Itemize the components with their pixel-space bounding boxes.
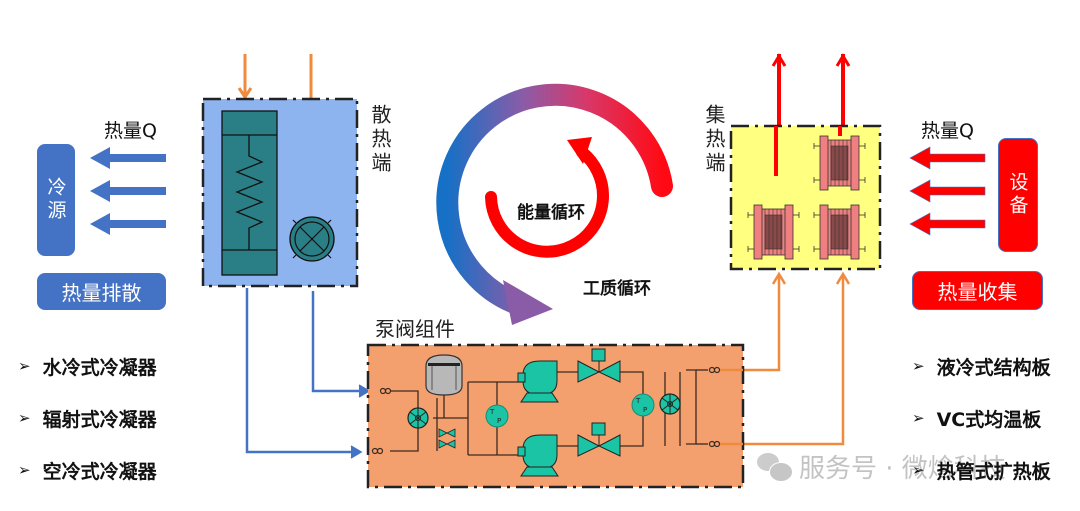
pump-icon xyxy=(517,360,559,403)
bullet-arrow-icon: ➢ xyxy=(912,461,925,479)
list-item: ➢辐射式冷凝器 xyxy=(18,408,157,431)
list-item: ➢VC式均温板 xyxy=(912,408,1042,431)
arrow-left-3 xyxy=(90,213,166,235)
three-way-valve-icon xyxy=(659,393,681,415)
pump-valve-box: T P T P xyxy=(366,343,745,489)
pump-icon xyxy=(517,434,559,477)
left-heat-label: 热量Q xyxy=(104,120,157,142)
heat-dissipation-badge: 热量排散 xyxy=(37,273,166,310)
heat-out-arrows xyxy=(90,147,166,235)
working-fluid-arc xyxy=(485,137,609,258)
solenoid-valve-icon xyxy=(577,422,621,457)
bullet-arrow-icon: ➢ xyxy=(912,357,925,375)
fan-icon xyxy=(289,216,335,262)
cold-plates xyxy=(747,135,866,260)
dissipator-box xyxy=(201,97,359,288)
list-item: ➢空冷式冷凝器 xyxy=(18,460,157,483)
hot-return-pipes xyxy=(740,271,851,446)
device-box: 设备 xyxy=(998,138,1038,252)
energy-cycle-label: 能量循环 xyxy=(517,203,585,223)
list-item: ➢热管式扩热板 xyxy=(912,460,1051,483)
manual-valve-icon xyxy=(438,428,456,449)
three-way-valve-icon xyxy=(407,407,429,429)
bullet-arrow-icon: ➢ xyxy=(18,409,31,427)
svg-text:P: P xyxy=(643,406,647,414)
condenser-icon xyxy=(221,110,278,276)
cold-plate-list: ➢液冷式结构板 ➢VC式均温板 ➢热管式扩热板 xyxy=(912,340,1051,496)
cold-plate-icon xyxy=(747,204,800,260)
working-fluid-cycle-label: 工质循环 xyxy=(583,279,651,299)
wechat-icon xyxy=(757,452,793,482)
temp-pressure-sensor-icon: T P xyxy=(631,393,655,417)
temp-pressure-sensor-icon: T P xyxy=(485,404,509,428)
heat-collection-badge: 热量收集 xyxy=(912,271,1043,310)
list-item: ➢液冷式结构板 xyxy=(912,356,1051,379)
bullet-arrow-icon: ➢ xyxy=(18,357,31,375)
svg-text:T: T xyxy=(489,408,495,416)
cold-supply-pipes xyxy=(245,288,371,459)
cold-source-label: 冷源 xyxy=(44,177,67,223)
arrow-right-1 xyxy=(909,146,986,170)
heat-in-arrows xyxy=(909,146,986,236)
inlet-connector-icon xyxy=(371,366,721,455)
solenoid-valve-icon xyxy=(577,348,621,383)
energy-cycle-arc xyxy=(436,83,673,325)
dissipator-label: 散热端 xyxy=(368,104,392,176)
list-item: ➢水冷式冷凝器 xyxy=(18,356,157,379)
arrow-right-3 xyxy=(909,212,986,236)
pump-valve-label: 泵阀组件 xyxy=(375,317,455,341)
bullet-arrow-icon: ➢ xyxy=(18,461,31,479)
accumulator-tank-icon xyxy=(425,354,463,396)
svg-text:P: P xyxy=(497,417,501,425)
cold-source-box: 冷源 xyxy=(37,144,75,256)
cold-plate-icon xyxy=(813,135,866,191)
arrow-left-2 xyxy=(90,180,166,202)
arrow-right-2 xyxy=(909,179,986,203)
condenser-list: ➢水冷式冷凝器 ➢辐射式冷凝器 ➢空冷式冷凝器 xyxy=(18,340,157,496)
svg-text:T: T xyxy=(635,397,641,405)
bullet-arrow-icon: ➢ xyxy=(912,409,925,427)
watermark: 服务号 · 微焓科技 xyxy=(757,448,1006,485)
cold-plate-icon xyxy=(813,204,866,260)
device-label: 设备 xyxy=(1006,172,1029,218)
right-heat-label: 热量Q xyxy=(921,120,974,142)
collector-label: 集热端 xyxy=(702,104,726,176)
arrow-left-1 xyxy=(90,147,166,169)
